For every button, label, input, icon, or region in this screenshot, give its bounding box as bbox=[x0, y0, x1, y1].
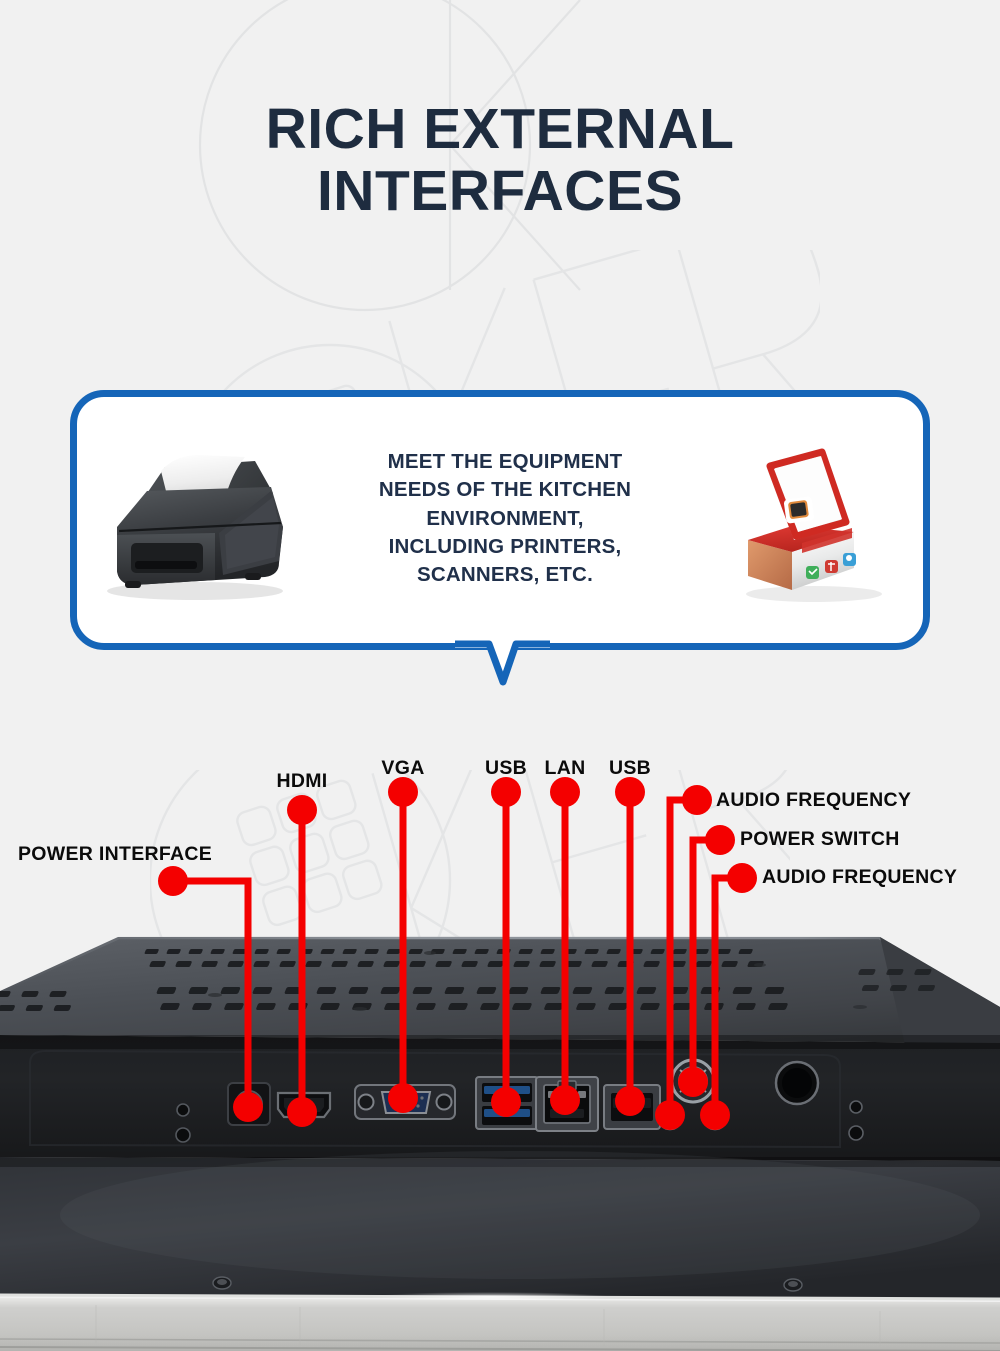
callout-dot-hdmi bbox=[287, 795, 317, 825]
callout-dot-lan bbox=[550, 777, 580, 807]
page-title: RICH EXTERNAL INTERFACES bbox=[0, 98, 1000, 222]
callout-dot-audio-frequency-1 bbox=[682, 785, 712, 815]
bubble-line-2: NEEDS OF THE KITCHEN bbox=[378, 478, 632, 502]
callout-label-audio-frequency-2: AUDIO FREQUENCY bbox=[762, 866, 958, 888]
qr-scanner-image bbox=[746, 448, 882, 602]
callout-dot-power-switch bbox=[705, 825, 735, 855]
title-line-1: RICH EXTERNAL bbox=[265, 97, 735, 161]
callout-dot-vga bbox=[388, 777, 418, 807]
callout-dot-usb-2 bbox=[615, 777, 645, 807]
callout-label-usb-1: USB bbox=[484, 757, 528, 779]
bubble-text: MEET THE EQUIPMENT NEEDS OF THE KITCHEN … bbox=[330, 448, 680, 589]
callout-label-vga: VGA bbox=[381, 757, 425, 779]
bubble-tail bbox=[455, 640, 550, 686]
callout-label-lan: LAN bbox=[544, 757, 586, 779]
callout-label-hdmi: HDMI bbox=[276, 770, 328, 792]
bubble-line-5: SCANNERS, ETC. bbox=[417, 563, 593, 587]
callout-label-power-interface: POWER INTERFACE bbox=[18, 843, 213, 865]
callout-label-usb-2: USB bbox=[608, 757, 652, 779]
bubble-line-3: ENVIRONMENT, bbox=[426, 506, 584, 530]
callout-label-power-switch: POWER SWITCH bbox=[740, 828, 900, 850]
receipt-printer-image bbox=[107, 455, 283, 600]
callout-dot-power-interface bbox=[158, 866, 188, 896]
bubble-line-1: MEET THE EQUIPMENT bbox=[387, 450, 623, 473]
device-rear-panel-photo bbox=[0, 936, 1000, 1351]
bubble-line-4: INCLUDING PRINTERS, bbox=[388, 534, 622, 558]
callout-dot-usb-1 bbox=[491, 777, 521, 807]
callout-label-audio-frequency-1: AUDIO FREQUENCY bbox=[716, 789, 912, 811]
title-line-2: INTERFACES bbox=[316, 159, 684, 224]
callout-dot-audio-frequency-2 bbox=[727, 863, 757, 893]
